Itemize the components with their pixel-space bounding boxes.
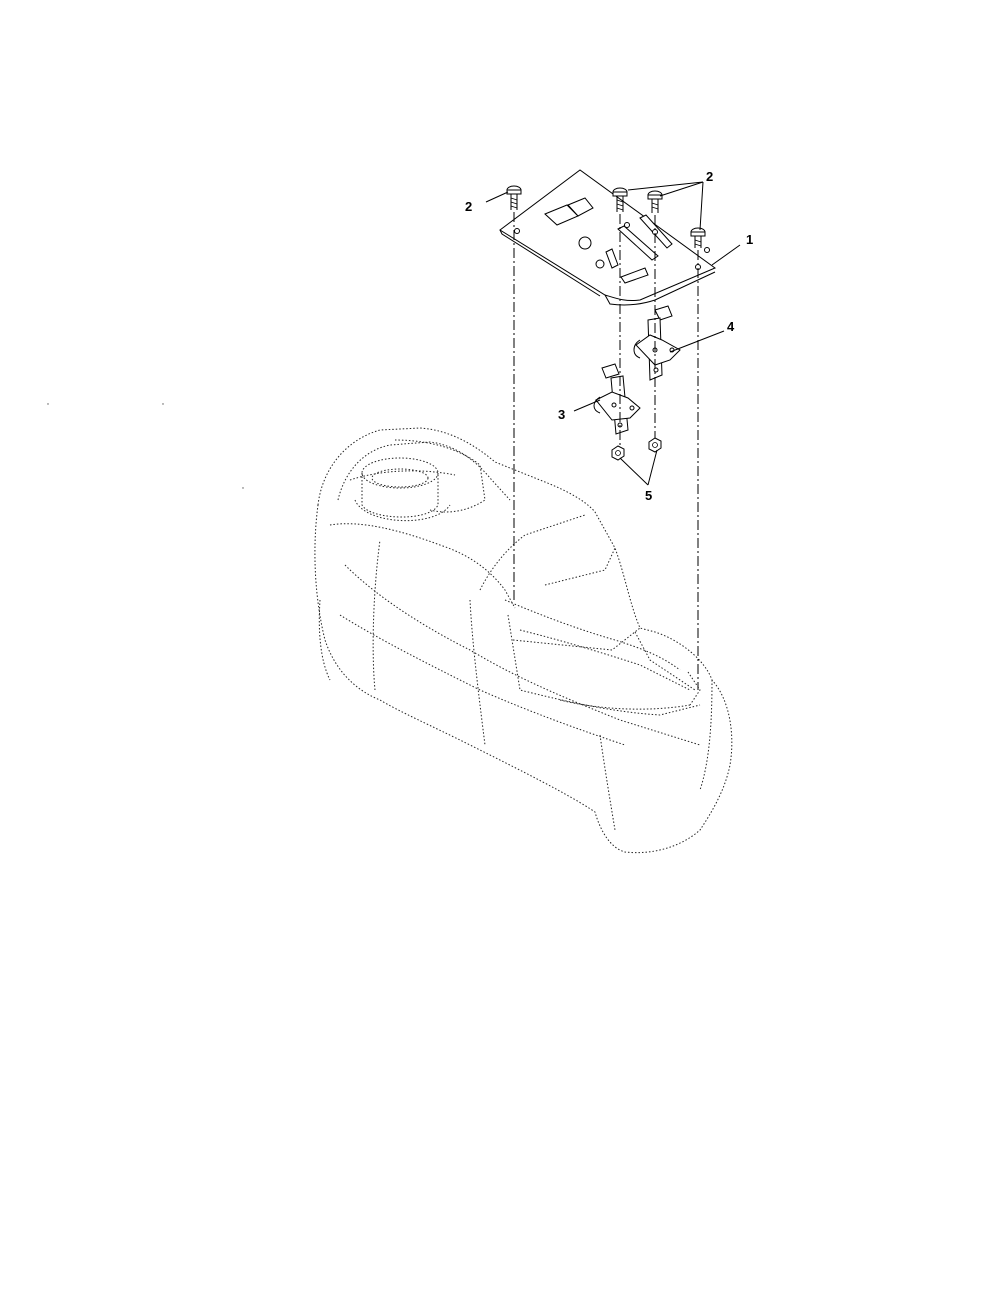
bracket-left [593, 363, 641, 435]
callout-nuts: 5 [645, 488, 652, 503]
leader-lines [485, 181, 741, 486]
nut-right [648, 437, 662, 453]
callout-labels: 2 2 1 4 3 5 [465, 169, 753, 503]
callout-plate: 1 [746, 232, 753, 247]
bracket-right [633, 305, 681, 381]
bolt-left [506, 185, 522, 210]
callout-bracket-right: 4 [727, 319, 735, 334]
bolt-center [612, 187, 628, 212]
callout-bracket-left: 3 [558, 407, 565, 422]
mounting-plate [499, 169, 717, 306]
callout-bolt-left: 2 [465, 199, 472, 214]
bolt-right-lower [690, 227, 706, 248]
nut-left [611, 445, 625, 461]
scan-specks [47, 403, 244, 489]
callout-bolts-right: 2 [706, 169, 713, 184]
bolt-right-upper [647, 190, 663, 213]
tank-console-body [314, 427, 733, 854]
alignment-lines [513, 212, 699, 690]
